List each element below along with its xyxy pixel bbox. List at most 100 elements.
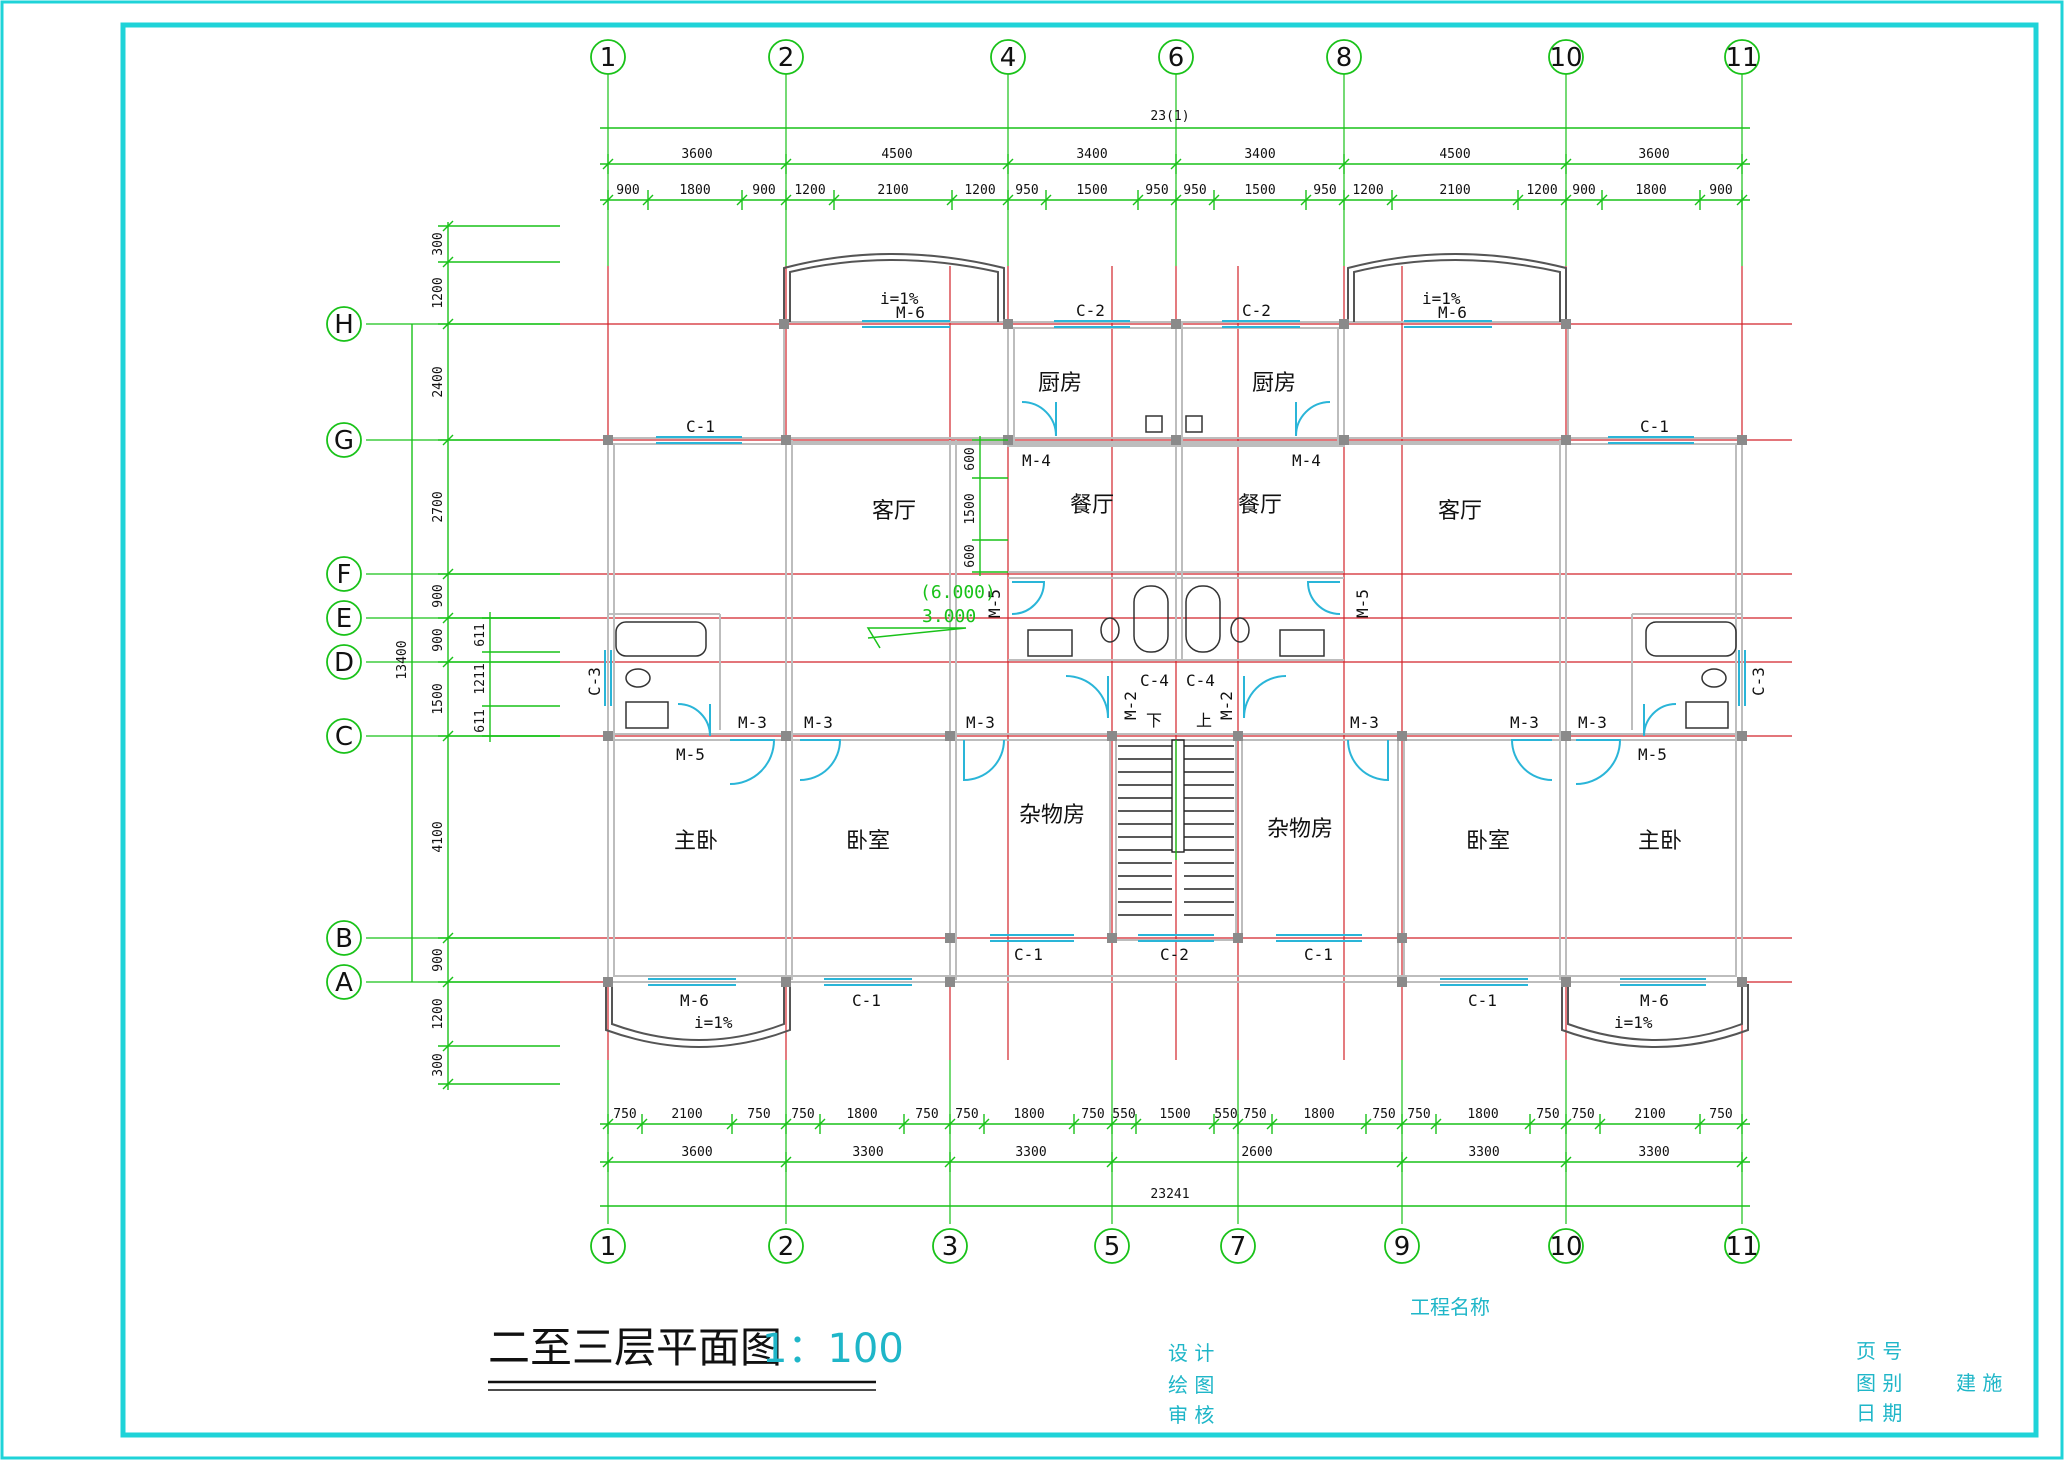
basin-right bbox=[1685, 701, 1729, 729]
tag-c1-b2: C-1 bbox=[1304, 945, 1333, 964]
top-row2-label: 950 bbox=[1183, 183, 1206, 198]
bottom-row1-label: 750 bbox=[1709, 1107, 1732, 1122]
top-row2-tick bbox=[828, 194, 840, 206]
elevation-mark: (6.000) 3.000 bbox=[866, 582, 996, 649]
bottom-row1-tick bbox=[1524, 1118, 1536, 1130]
top-row1-tick bbox=[602, 158, 614, 170]
column bbox=[1171, 435, 1181, 445]
top-row2-tick bbox=[1512, 194, 1524, 206]
column bbox=[1561, 977, 1571, 987]
door-m3-5 bbox=[1510, 739, 1553, 781]
left-dim-label: 300 bbox=[431, 1053, 446, 1076]
left-dim-tick bbox=[442, 434, 454, 446]
bottom-row1-label: 750 bbox=[1243, 1107, 1266, 1122]
left-dim-tick bbox=[442, 220, 454, 232]
bathtub-right bbox=[1645, 621, 1737, 657]
bottom-row2-label: 3300 bbox=[1638, 1145, 1669, 1160]
door-m3-6 bbox=[1575, 739, 1622, 785]
bottom-row1-tick bbox=[726, 1118, 738, 1130]
tag-m4-l: M-4 bbox=[1022, 451, 1051, 470]
room-bedroom-left: 卧室 bbox=[846, 829, 890, 854]
top-axis-4-label: 4 bbox=[1000, 43, 1017, 73]
window-dim-label: 1500 bbox=[963, 493, 978, 524]
tb-page: 页 号 bbox=[1856, 1339, 1902, 1363]
top-row1-tick bbox=[780, 158, 792, 170]
tag-m3-1: M-3 bbox=[738, 713, 767, 732]
top-row2-tick bbox=[1560, 194, 1572, 206]
window-dim-label: 600 bbox=[963, 447, 978, 470]
top-axis-6-circle bbox=[1158, 39, 1194, 75]
top-row2-label: 1800 bbox=[1635, 183, 1666, 198]
column bbox=[603, 731, 613, 741]
stair-up: 上 bbox=[1196, 711, 1212, 730]
door-m2-right bbox=[1243, 675, 1287, 719]
door-bath-right bbox=[1643, 703, 1677, 737]
bottom-row1-tick bbox=[1430, 1118, 1442, 1130]
top-row2-tick bbox=[642, 194, 654, 206]
dimension-lines bbox=[411, 127, 1750, 1207]
basin-kitchen-left bbox=[1027, 629, 1073, 657]
bottom-row2-label: 3600 bbox=[681, 1145, 712, 1160]
top-row2-tick bbox=[736, 194, 748, 206]
column bbox=[779, 319, 789, 329]
tag-slope-bl: i=1% bbox=[694, 1013, 733, 1032]
door-m5-right bbox=[1306, 581, 1341, 615]
top-row1-tick bbox=[1560, 158, 1572, 170]
row-axis-H-circle bbox=[326, 306, 362, 342]
left-dim-label: 4100 bbox=[431, 821, 446, 852]
room-master-left: 主卧 bbox=[674, 829, 718, 854]
column bbox=[1737, 731, 1747, 741]
room-dining-right: 餐厅 bbox=[1238, 493, 1282, 518]
bottom-row1-tick bbox=[1208, 1118, 1220, 1130]
top-row2-label: 2100 bbox=[877, 183, 908, 198]
column bbox=[1233, 933, 1243, 943]
bottom-row1-label: 750 bbox=[1407, 1107, 1430, 1122]
tag-c4-r: C-4 bbox=[1186, 671, 1215, 690]
door-m3-3 bbox=[963, 739, 1005, 782]
top-row1-tick bbox=[1170, 158, 1182, 170]
column bbox=[1397, 933, 1407, 943]
tag-c2-r: C-2 bbox=[1242, 301, 1271, 320]
top-row2-label: 900 bbox=[1709, 183, 1732, 198]
bottom-row2-label: 3300 bbox=[1468, 1145, 1499, 1160]
room-kitchen-left: 厨房 bbox=[1038, 371, 1082, 396]
toilet-right bbox=[1701, 668, 1727, 688]
tb-date: 日 期 bbox=[1856, 1401, 1902, 1425]
bottom-axis-1-label: 1 bbox=[600, 1232, 617, 1262]
bathtub-center-left bbox=[1133, 585, 1169, 653]
row-axis-D-circle bbox=[326, 644, 362, 680]
tag-m4-r: M-4 bbox=[1292, 451, 1321, 470]
bottom-row1-tick bbox=[1266, 1118, 1278, 1130]
column bbox=[1339, 435, 1349, 445]
bottom-row1-tick bbox=[636, 1118, 648, 1130]
tag-m3-5: M-3 bbox=[1510, 713, 1539, 732]
top-axis-6-label: 6 bbox=[1168, 43, 1185, 73]
left-dim-tick bbox=[442, 932, 454, 944]
top-row2-label: 900 bbox=[616, 183, 639, 198]
tag-c1-l: C-1 bbox=[686, 417, 715, 436]
bottom-row1-label: 1800 bbox=[1467, 1107, 1498, 1122]
elevation-lower: 3.000 bbox=[922, 606, 976, 627]
top-row2-tick bbox=[1132, 194, 1144, 206]
column bbox=[1339, 319, 1349, 329]
inner-dim-label: 611 bbox=[473, 623, 488, 646]
left-dim-label: 2700 bbox=[431, 491, 446, 522]
fixtures bbox=[615, 415, 1737, 729]
bottom-row1-label: 750 bbox=[1081, 1107, 1104, 1122]
tags: M-6 M-6 C-2 C-2 C-1 C-1 M-4 M-4 C-4 C-4 … bbox=[585, 289, 1768, 1032]
top-row2-tick bbox=[1386, 194, 1398, 206]
bottom-row1-tick bbox=[602, 1118, 614, 1130]
top-row2-label: 1200 bbox=[1352, 183, 1383, 198]
column bbox=[603, 435, 613, 445]
tag-m6-bl: M-6 bbox=[680, 991, 709, 1010]
bottom-row1-tick bbox=[978, 1118, 990, 1130]
window-dim-label: 600 bbox=[963, 544, 978, 567]
door-m3-2 bbox=[799, 739, 842, 781]
top-axis-10-circle bbox=[1548, 39, 1584, 75]
top-axis-1-circle bbox=[590, 39, 626, 75]
door-m3-1 bbox=[729, 739, 776, 785]
tag-m3-2: M-3 bbox=[804, 713, 833, 732]
bottom-row2-tick bbox=[944, 1156, 956, 1168]
